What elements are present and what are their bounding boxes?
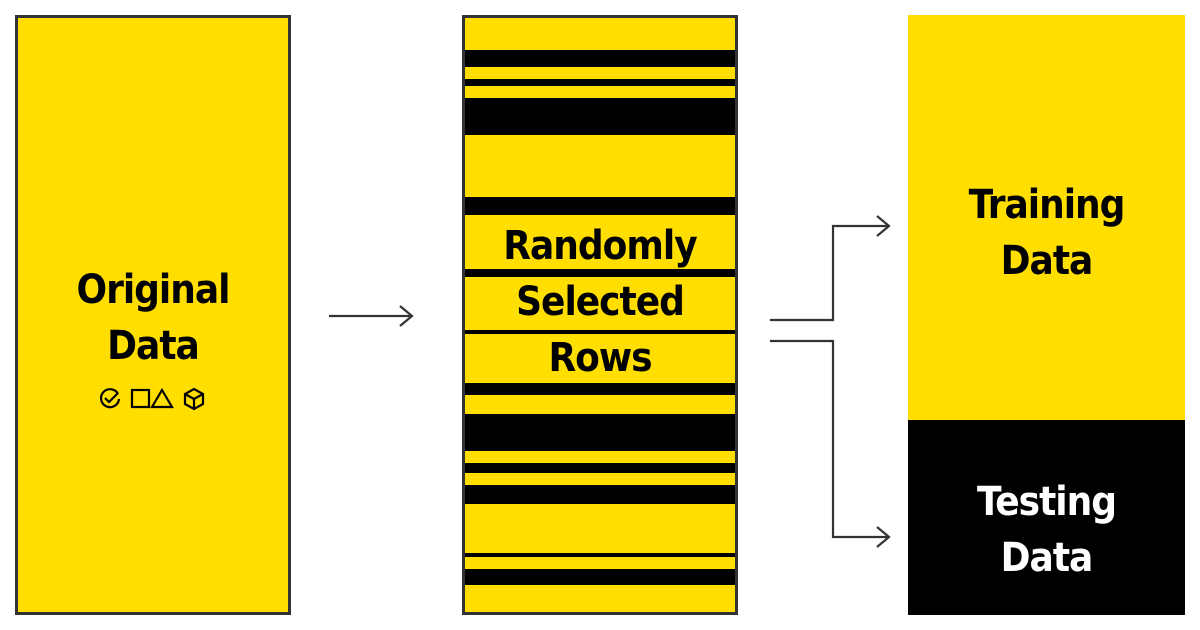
training-data-label: Training Data — [908, 177, 1185, 289]
label-line: Selected — [516, 279, 685, 325]
label-line: Rows — [548, 335, 652, 381]
row-stripe — [465, 569, 735, 585]
training-data-box: Training Data — [908, 15, 1185, 421]
arrow-to-random — [329, 305, 414, 327]
row-stripe — [465, 269, 735, 277]
row-stripe — [465, 553, 735, 557]
row-stripe — [465, 485, 735, 504]
label-line: Data — [107, 323, 200, 369]
original-data-label: Original Data — [18, 262, 288, 374]
label-line: Training — [968, 182, 1126, 228]
row-stripe — [465, 330, 735, 334]
row-stripe — [465, 463, 735, 473]
label-line: Randomly — [503, 223, 697, 269]
label-line: Data — [1000, 535, 1094, 581]
testing-data-box: Testing Data — [908, 420, 1185, 615]
data-type-icons — [99, 387, 205, 411]
row-stripe — [465, 98, 735, 135]
square-icon — [130, 388, 151, 409]
arrow-to-testing — [770, 339, 891, 548]
randomly-selected-rows-box: Randomly Selected Rows — [462, 15, 738, 615]
row-stripe — [465, 79, 735, 86]
cube-icon — [183, 387, 205, 411]
label-line: Original — [76, 267, 231, 313]
check-circle-icon — [99, 388, 121, 409]
arrow-to-training — [770, 215, 891, 322]
row-stripe — [465, 197, 735, 215]
row-stripe — [465, 414, 735, 451]
label-line: Testing — [977, 479, 1117, 525]
original-data-box: Original Data — [15, 15, 291, 615]
row-stripe — [465, 383, 735, 395]
triangle-icon — [150, 387, 174, 409]
label-line: Data — [1000, 238, 1094, 284]
random-rows-label: Randomly Selected Rows — [465, 218, 735, 386]
testing-data-label: Testing Data — [908, 474, 1185, 586]
row-stripe — [465, 50, 735, 67]
